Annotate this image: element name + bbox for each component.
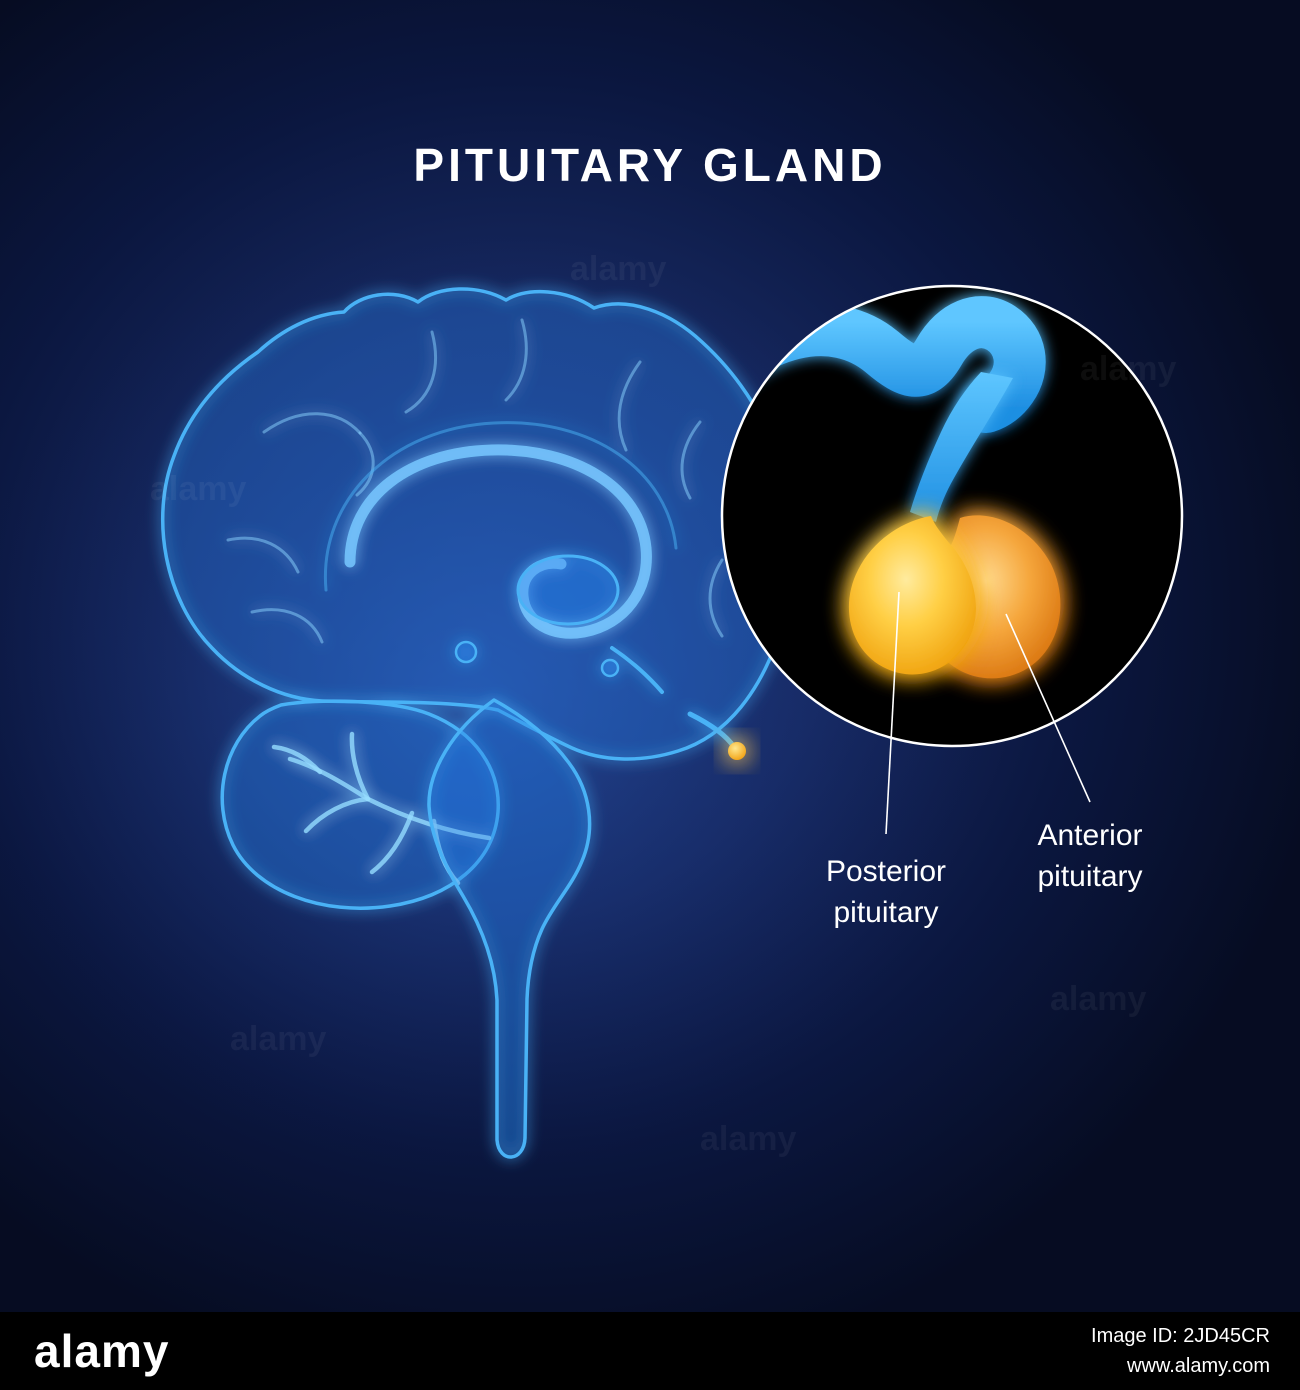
midbrain-line bbox=[610, 646, 664, 694]
cingulate-arc bbox=[323, 421, 678, 592]
gyrus-line bbox=[617, 360, 642, 452]
anterior-pituitary-label-line2: pituitary bbox=[1037, 859, 1143, 893]
arbor-vitae-branch bbox=[349, 731, 371, 802]
gyri-lines bbox=[226, 318, 724, 644]
posterior-leader-line bbox=[885, 591, 900, 835]
image-meta: Image ID: 2JD45CR www.alamy.com bbox=[1091, 1321, 1270, 1381]
pituitary-location-dot bbox=[728, 742, 746, 760]
alamy-logo: alamy bbox=[34, 1325, 170, 1377]
inset-background bbox=[722, 286, 1182, 746]
gyrus-line bbox=[504, 318, 528, 402]
posterior-pituitary-label: Posterior pituitary bbox=[798, 852, 974, 933]
brainstem bbox=[427, 698, 592, 1159]
posterior-pituitary-gland bbox=[848, 516, 976, 675]
gyrus-line bbox=[262, 412, 362, 435]
mammillary-body bbox=[600, 658, 620, 678]
inset-border bbox=[720, 284, 1184, 748]
infundibulum-stalk bbox=[910, 372, 1013, 522]
thalamus bbox=[516, 554, 620, 626]
gyrus-line bbox=[708, 558, 724, 638]
brain-sagittal-section bbox=[160, 287, 794, 1159]
anterior-leader-line bbox=[1005, 613, 1091, 803]
arbor-vitae-branch bbox=[369, 810, 415, 875]
alamy-website-text: www.alamy.com bbox=[1127, 1355, 1270, 1377]
posterior-pituitary-label-line1: Posterior bbox=[825, 855, 947, 888]
gyrus-line bbox=[355, 431, 375, 497]
gyrus-line bbox=[250, 608, 324, 644]
arbor-vitae-branch bbox=[303, 796, 371, 834]
gyrus-line bbox=[226, 536, 300, 574]
anterior-pituitary-label-line1: Anterior bbox=[1037, 819, 1143, 852]
gyrus-line bbox=[404, 330, 437, 414]
anterior-pituitary-label: Anterior pituitary bbox=[1002, 816, 1178, 897]
arbor-vitae-branch bbox=[287, 756, 371, 802]
watermark-bar: alamy Image ID: 2JD45CR www.alamy.com bbox=[0, 1312, 1300, 1390]
gyrus-line bbox=[680, 420, 702, 500]
posterior-pituitary-label-line2: pituitary bbox=[833, 895, 939, 929]
image-id-text: Image ID: 2JD45CR bbox=[1091, 1325, 1270, 1347]
arbor-vitae-branch bbox=[271, 744, 323, 775]
fornix-node bbox=[454, 640, 478, 664]
page-title: PITUITARY GLAND bbox=[413, 139, 887, 191]
